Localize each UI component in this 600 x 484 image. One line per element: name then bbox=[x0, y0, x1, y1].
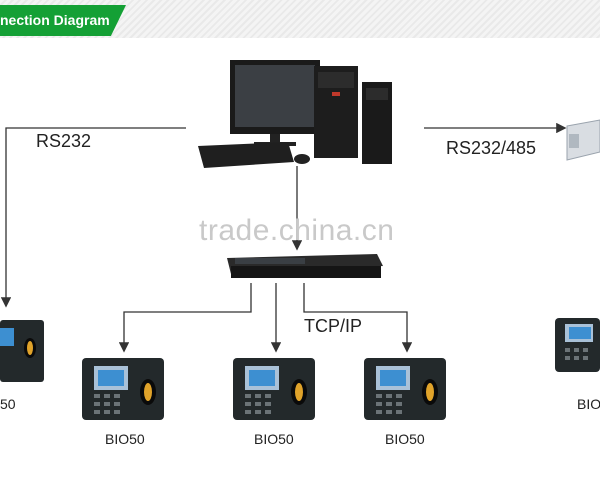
branch-left bbox=[118, 283, 252, 353]
bio50-device-icon bbox=[0, 320, 44, 382]
device-label: BIO50 bbox=[105, 431, 145, 447]
network-switch-icon bbox=[227, 254, 383, 278]
rs232-line bbox=[0, 127, 186, 308]
bio50-device-icon bbox=[364, 358, 446, 420]
rs232-label: RS232 bbox=[36, 131, 92, 151]
computer-icon bbox=[198, 60, 392, 168]
bio50-device-icon bbox=[555, 318, 600, 372]
branch-right bbox=[303, 283, 413, 353]
device-label: BIO50 bbox=[385, 431, 425, 447]
diagram-title: nection Diagram bbox=[0, 12, 110, 28]
device-label: BIO bbox=[577, 396, 600, 412]
converter-icon bbox=[566, 119, 600, 161]
bio50-device-icon bbox=[233, 358, 315, 420]
device-label: 50 bbox=[0, 396, 16, 412]
bio50-device-icon bbox=[82, 358, 164, 420]
tcpip-label: TCP/IP bbox=[304, 316, 363, 336]
title-tab bbox=[0, 5, 126, 36]
device-label: BIO50 bbox=[254, 431, 294, 447]
watermark: trade.china.cn bbox=[199, 214, 395, 247]
rs232-485-label: RS232/485 bbox=[446, 138, 537, 158]
